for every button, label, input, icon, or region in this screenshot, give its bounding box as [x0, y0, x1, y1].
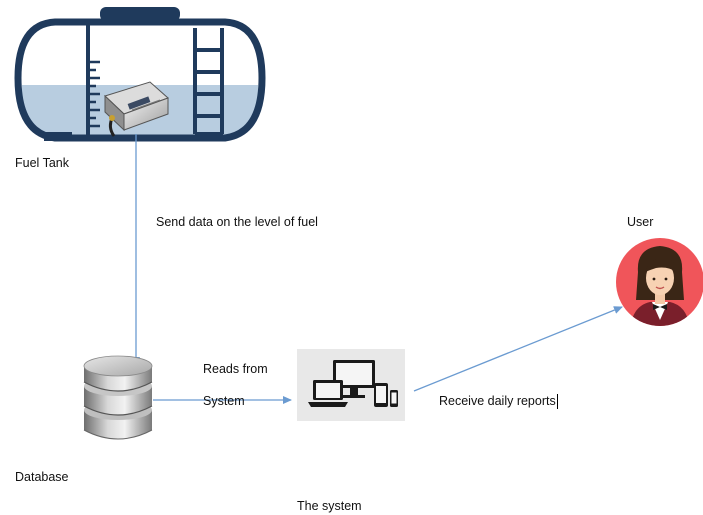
reads-from-system-label: System [203, 394, 245, 408]
database-icon [83, 355, 153, 440]
user-avatar-icon [616, 238, 703, 326]
receive-reports-label: Receive daily reports [439, 394, 558, 409]
connector-arrows [132, 134, 623, 404]
user-label: User [627, 215, 654, 229]
fuel-tank-label: Fuel Tank [15, 156, 69, 170]
fuel-sensor-icon [104, 81, 169, 137]
reads-from-label: Reads from [203, 362, 268, 376]
database-label: Database [15, 470, 69, 484]
receive-reports-text: Receive daily reports [439, 394, 556, 408]
arrow-system-to-user [413, 306, 623, 392]
devices-icon [297, 349, 405, 421]
fuel-tank-icon [14, 7, 266, 142]
text-cursor [556, 394, 558, 409]
send-data-label: Send data on the level of fuel [156, 215, 318, 229]
system-label: The system [297, 499, 362, 513]
